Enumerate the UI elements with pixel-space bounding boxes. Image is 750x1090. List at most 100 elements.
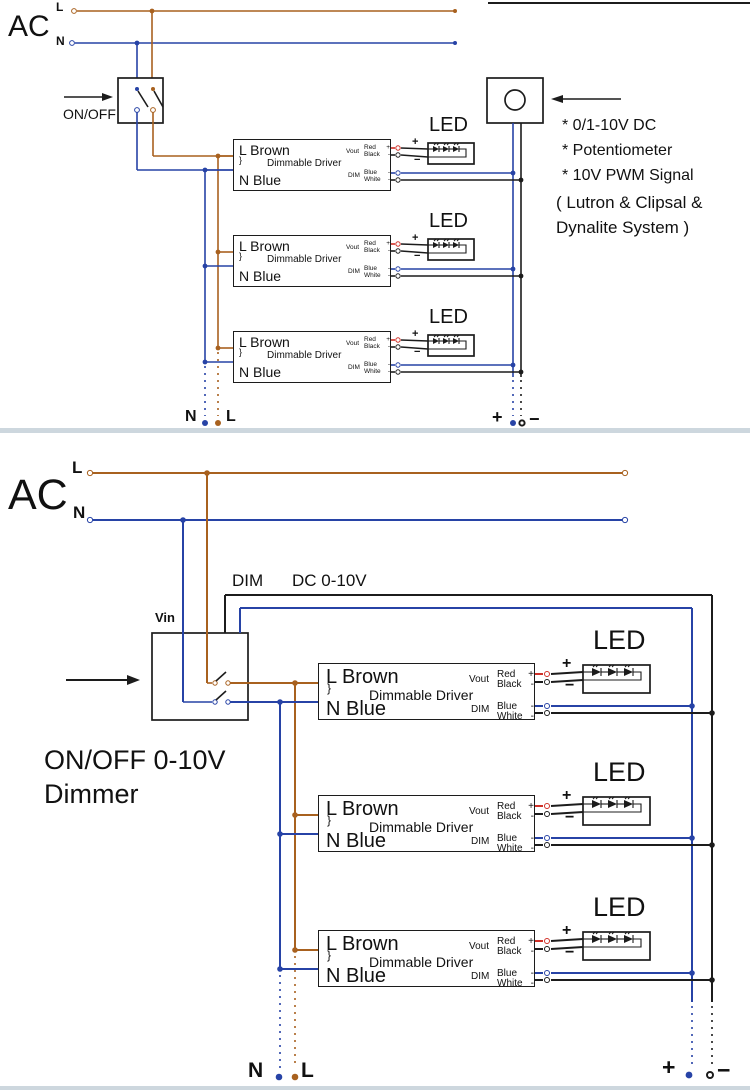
- led-emission-tick: [624, 664, 628, 668]
- diode-symbol: [592, 800, 601, 808]
- led-emission-tick: [608, 796, 612, 800]
- driver-blue-row: Blue-: [497, 968, 534, 979]
- terminal-circle: [544, 803, 550, 809]
- driver-white-row: White-: [497, 843, 534, 854]
- n-label: N: [73, 503, 86, 522]
- driver-l-label: L Brown: [239, 238, 290, 254]
- led-emission-tick: [456, 142, 460, 146]
- terminal-circle: [395, 241, 401, 247]
- led-label: LED: [429, 114, 468, 136]
- led-emission-tick: [595, 664, 599, 668]
- driver-blue-row: Blue-: [364, 169, 390, 176]
- led-emission-tick: [446, 334, 450, 338]
- terminal-circle: [395, 248, 401, 254]
- driver-l-label: L Brown: [326, 666, 399, 688]
- driver-input-brace: }: [327, 948, 332, 962]
- junction-dot: [689, 970, 695, 976]
- led-emission-tick: [433, 238, 437, 242]
- dim-minus-out-dot: [706, 1071, 714, 1079]
- driver-blue-row: Blue-: [364, 265, 390, 272]
- driver-dim-label: DIM: [471, 704, 490, 715]
- junction-dot: [709, 977, 715, 983]
- driver-n-label: N Blue: [326, 830, 387, 852]
- junction-dot: [202, 167, 208, 173]
- driver-title: Dimmable Driver: [369, 954, 474, 970]
- note-dc: * 0/1-10V DC: [562, 117, 657, 134]
- ac-n-terminal: [86, 516, 94, 524]
- diode-symbol: [624, 668, 633, 676]
- driver-l-label: L Brown: [239, 142, 290, 158]
- driver-blue-row: Blue-: [497, 701, 534, 712]
- led-emission-tick: [443, 142, 447, 146]
- diode-symbol: [433, 338, 439, 344]
- led-label: LED: [593, 625, 646, 655]
- diode-symbol: [453, 242, 459, 248]
- led-return-wire: [428, 340, 467, 350]
- dimmable-driver-box: L Brown } Dimmable Driver N Blue Vout DI…: [233, 331, 391, 383]
- diode-symbol: [453, 338, 459, 344]
- terminal-circle: [395, 266, 401, 272]
- driver-white-row: White-: [364, 272, 390, 279]
- driver-title: Dimmable Driver: [267, 350, 342, 361]
- led-emission-tick: [627, 664, 631, 668]
- junction-dot: [215, 153, 221, 159]
- wire-segment: [550, 671, 584, 675]
- diode-symbol: [624, 935, 633, 943]
- led-plus: +: [562, 922, 572, 939]
- vin-label: Vin: [155, 610, 175, 625]
- led-emission-tick: [592, 796, 596, 800]
- driver-input-brace: }: [239, 251, 243, 261]
- driver-vout-label: Vout: [469, 674, 490, 685]
- n-out-dot: [275, 1073, 283, 1081]
- driver-white-row: White-: [497, 711, 534, 722]
- dimmer-box: [151, 632, 249, 721]
- led-emission-tick: [611, 931, 615, 935]
- junction-dot: [202, 263, 208, 269]
- junction-dot: [292, 812, 298, 818]
- driver-dim-label: DIM: [348, 364, 360, 371]
- driver-wires: [202, 142, 715, 983]
- driver-title: Dimmable Driver: [369, 687, 474, 703]
- terminal-circle: [395, 177, 401, 183]
- diode-symbol: [433, 146, 439, 152]
- top-circuit: [64, 2, 750, 427]
- wire-segment: [400, 243, 429, 246]
- pot-arrow-head: [551, 95, 563, 103]
- line-end-dot: [621, 469, 629, 477]
- led-emission-tick: [446, 238, 450, 242]
- driver-input-brace: }: [239, 347, 243, 357]
- dim-label: DIM: [232, 571, 264, 590]
- led-plus: +: [412, 136, 419, 148]
- dimmable-driver-box: L Brown } Dimmable Driver N Blue Vout DI…: [233, 235, 391, 287]
- terminal-circle: [395, 170, 401, 176]
- led-emission-tick: [608, 664, 612, 668]
- terminal-circle: [395, 152, 401, 158]
- line-end-dot: [453, 41, 457, 45]
- terminal-circle: [544, 671, 550, 677]
- driver-black-row: Black-: [364, 151, 390, 158]
- bottom-edge-band: [0, 1086, 750, 1090]
- driver-white-row: White-: [364, 176, 390, 183]
- led-emission-tick: [627, 796, 631, 800]
- driver-black-row: Black-: [364, 343, 390, 350]
- led-emission-tick: [453, 334, 457, 338]
- junction-dot: [202, 359, 208, 365]
- diode-symbol: [443, 146, 449, 152]
- note-potentiometer: * Potentiometer: [562, 142, 673, 159]
- out-n-label: N: [185, 408, 197, 425]
- terminal-circle: [544, 679, 550, 685]
- led-return-wire: [428, 148, 467, 158]
- junction-dot: [277, 966, 283, 972]
- diode-symbol: [433, 242, 439, 248]
- wire-segment: [550, 803, 584, 807]
- ac-l-terminal: [86, 469, 94, 477]
- driver-l-label: L Brown: [326, 798, 399, 820]
- led-emission-tick: [595, 796, 599, 800]
- wire-segment: [400, 154, 429, 158]
- led-plus: +: [562, 655, 572, 672]
- terminal-circle: [395, 344, 401, 350]
- dimmable-driver-box: L Brown } Dimmable Driver N Blue Vout DI…: [318, 663, 535, 722]
- driver-red-row: Red+: [497, 801, 534, 812]
- junction-dot: [689, 835, 695, 841]
- junction-dot: [292, 680, 298, 686]
